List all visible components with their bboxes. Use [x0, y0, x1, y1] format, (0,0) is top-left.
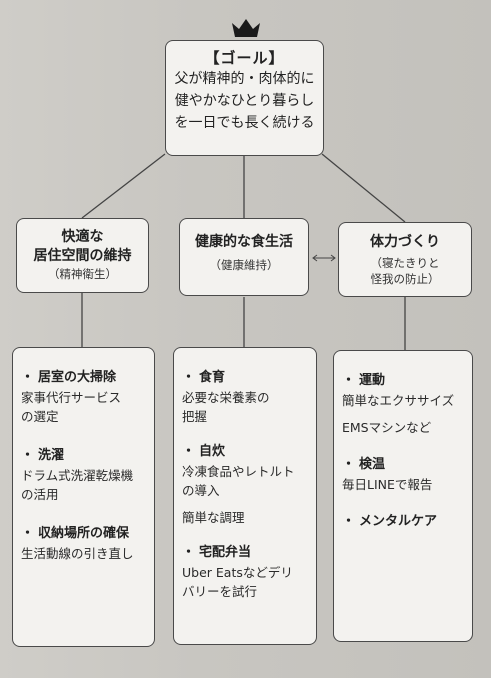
goal-line: 健やかなひとり暮らし [174, 93, 315, 109]
item-text: 冷凍食品やレトルト [182, 464, 295, 479]
goal-box: 【ゴール】 父が精神的・肉体的に 健やかなひとり暮らし を一日でも長く続ける [165, 40, 324, 156]
item-text: 家事代行サービス [21, 390, 122, 405]
bullet: ・ [182, 444, 196, 459]
item-text: 必要な栄養素の [182, 390, 270, 405]
item-title-text: 収納場所の確保 [38, 526, 130, 541]
item-title: ・宅配弁当 [182, 543, 310, 563]
double-arrow-icon [312, 254, 336, 262]
item-text: バリーを試行 [182, 584, 258, 599]
category-subtitle: （精神衛生） [48, 267, 117, 281]
item-title-text: メンタルケア [359, 514, 438, 529]
item-title: ・検温 [342, 455, 466, 475]
category-title: 居住空間の維持 [33, 248, 132, 264]
item-title-text: 食育 [199, 370, 226, 385]
item-title: ・洗濯 [21, 446, 148, 466]
bullet: ・ [21, 370, 35, 385]
bullet: ・ [342, 373, 356, 388]
category-box-diet: 健康的な食生活 （健康維持） [179, 218, 309, 296]
item-text: 簡単な調理 [182, 510, 245, 525]
category-subtitle: 怪我の防止） [370, 272, 440, 286]
item-title: ・運動 [342, 371, 466, 391]
category-box-living: 快適な 居住空間の維持 （精神衛生） [16, 218, 149, 293]
detail-group: ・自炊 冷凍食品やレトルト の導入 簡単な調理 [182, 442, 310, 527]
item-text: Uber Eatsなどデリ [182, 565, 293, 580]
item-title: ・居室の大掃除 [21, 368, 148, 388]
item-text: の選定 [21, 409, 59, 424]
item-text: の導入 [182, 483, 220, 498]
detail-group: ・食育 必要な栄養素の 把握 [182, 368, 310, 426]
detail-box-diet: ・食育 必要な栄養素の 把握 ・自炊 冷凍食品やレトルト の導入 簡単な調理 ・… [173, 347, 317, 645]
detail-group: ・洗濯 ドラム式洗濯乾燥機 の活用 [21, 446, 148, 504]
bullet: ・ [182, 370, 196, 385]
item-title-text: 自炊 [199, 444, 226, 459]
item-text: EMSマシンなど [342, 420, 432, 435]
item-title-text: 居室の大掃除 [38, 370, 117, 385]
item-title-text: 検温 [359, 457, 386, 472]
item-title: ・収納場所の確保 [21, 524, 148, 544]
item-text: 把握 [182, 409, 208, 424]
goal-title: 【ゴール】 [204, 49, 285, 67]
item-title-text: 宅配弁当 [199, 545, 252, 560]
category-subtitle: （健康維持） [209, 258, 279, 272]
detail-group: ・居室の大掃除 家事代行サービス の選定 [21, 368, 148, 426]
bullet: ・ [21, 526, 35, 541]
category-title: 快適な [61, 229, 104, 245]
category-title: 健康的な食生活 [195, 234, 293, 250]
bullet: ・ [342, 457, 356, 472]
crown-icon [232, 19, 260, 37]
item-title: ・自炊 [182, 442, 310, 462]
detail-box-fitness: ・運動 簡単なエクササイズ EMSマシンなど ・検温 毎日LINEで報告 ・メン… [333, 350, 473, 642]
item-title-text: 運動 [359, 373, 386, 388]
item-title: ・メンタルケア [342, 512, 466, 532]
detail-box-living: ・居室の大掃除 家事代行サービス の選定 ・洗濯 ドラム式洗濯乾燥機 の活用 ・… [12, 347, 155, 647]
bullet: ・ [182, 545, 196, 560]
bullet: ・ [342, 514, 356, 529]
goal-line: 父が精神的・肉体的に [174, 71, 315, 87]
detail-group: ・収納場所の確保 生活動線の引き直し [21, 524, 148, 563]
bullet: ・ [21, 448, 35, 463]
detail-group: ・運動 簡単なエクササイズ EMSマシンなど [342, 371, 466, 437]
item-text: ドラム式洗濯乾燥機 [21, 468, 134, 483]
category-box-fitness: 体力づくり （寝たきりと 怪我の防止） [338, 222, 472, 297]
category-subtitle: （寝たきりと [370, 256, 440, 270]
item-text: 毎日LINEで報告 [342, 477, 433, 492]
detail-group: ・宅配弁当 Uber Eatsなどデリ バリーを試行 [182, 543, 310, 601]
item-text: 簡単なエクササイズ [342, 393, 455, 408]
goal-line: を一日でも長く続ける [174, 115, 315, 131]
detail-group: ・メンタルケア [342, 512, 466, 532]
item-text: 生活動線の引き直し [21, 546, 134, 561]
item-text: の活用 [21, 487, 59, 502]
item-title-text: 洗濯 [38, 448, 65, 463]
detail-group: ・検温 毎日LINEで報告 [342, 455, 466, 494]
category-title: 体力づくり [370, 234, 440, 250]
item-title: ・食育 [182, 368, 310, 388]
